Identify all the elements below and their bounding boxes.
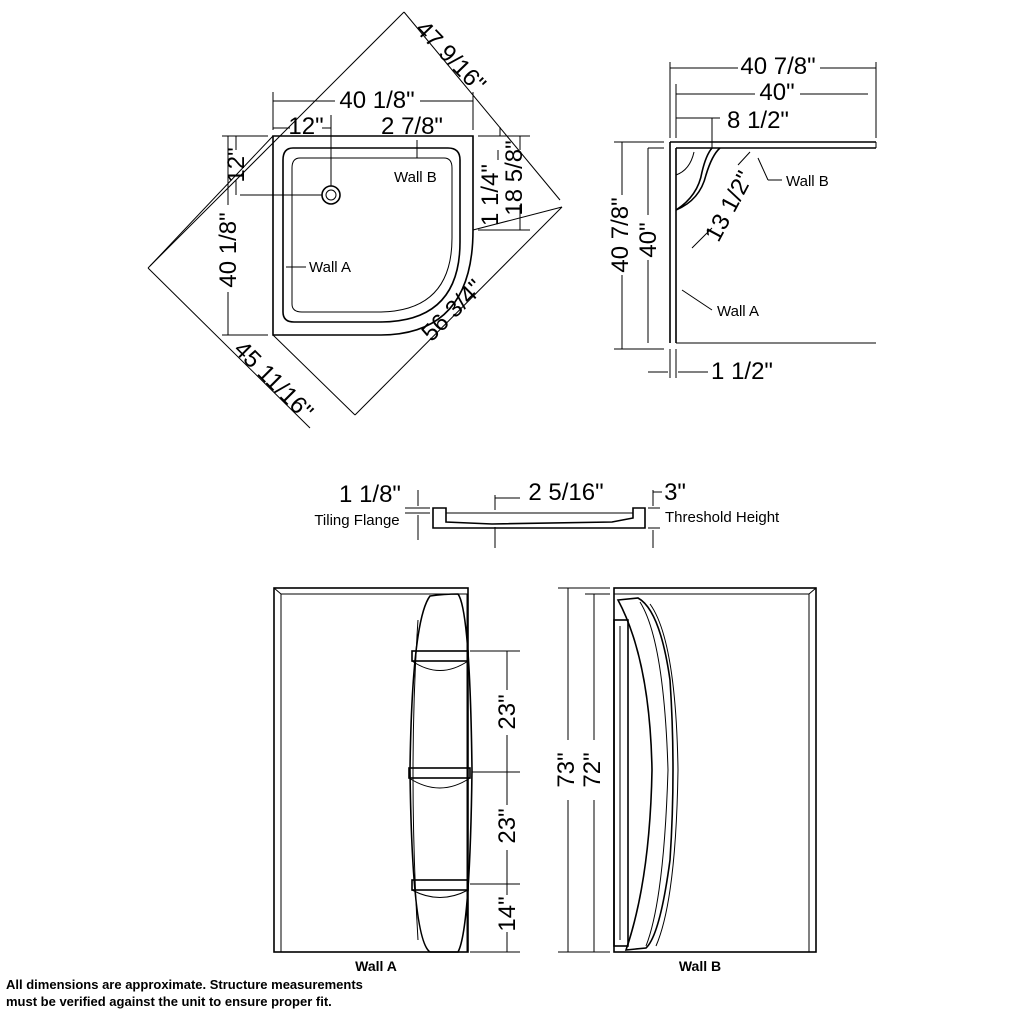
base-pan bbox=[282, 147, 461, 323]
wall-b-elevation: 73" 72" Wall B bbox=[553, 587, 817, 974]
base-top-view: 40 1/8" 12" 2 7/8" 12" 40 1/8" 1 1/4" 18… bbox=[147, 11, 563, 429]
threshold-caption: Threshold Height bbox=[665, 509, 780, 526]
flange-caption: Tiling Flange bbox=[314, 512, 399, 529]
walls-inner-depth-label: 40" bbox=[635, 222, 662, 257]
diag-top-label: 47 9/16" bbox=[410, 16, 491, 98]
corner-shelf bbox=[675, 147, 721, 211]
disclaimer-note: All dimensions are approximate. Structur… bbox=[6, 976, 406, 1010]
wall-b-outer-height-label: 73" bbox=[553, 752, 580, 787]
walls-outer-depth-label: 40 7/8" bbox=[607, 197, 634, 272]
side-offset-label: 1 1/4" bbox=[477, 164, 504, 226]
base-profile-view: 1 1/8" Tiling Flange 2 5/16" 3" Threshol… bbox=[314, 479, 780, 548]
base-profile bbox=[432, 507, 646, 529]
shelf-spacing-2-label: 23" bbox=[494, 808, 521, 843]
walls-top-view: 40 7/8" 40" 8 1/2" 13 1/2" Wall B 40 7/8… bbox=[607, 53, 877, 385]
walls-outer-width-label: 40 7/8" bbox=[740, 53, 815, 80]
wall-a-caption: Wall A bbox=[355, 958, 397, 974]
shelf-top bbox=[411, 650, 469, 671]
drain-icon bbox=[321, 185, 341, 205]
threshold-height-label: 3" bbox=[664, 479, 686, 506]
shelf-depth-label: 13 1/2" bbox=[700, 167, 759, 246]
wall-a-elevation: 23" 23" 14" Wall A bbox=[273, 587, 521, 974]
shelf-width-label: 8 1/2" bbox=[727, 107, 789, 134]
base-outline bbox=[272, 135, 474, 336]
base-width-label: 40 1/8" bbox=[339, 87, 414, 114]
disclaimer-line-1: All dimensions are approximate. Structur… bbox=[6, 977, 363, 992]
shelf-bottom-label: 14" bbox=[494, 896, 521, 931]
drain-depth-label: 2 5/16" bbox=[528, 479, 603, 506]
shelf-edge bbox=[613, 619, 629, 947]
base-wall-b-label: Wall B bbox=[394, 169, 437, 186]
wall-b-panel bbox=[613, 587, 817, 953]
disclaimer-line-2: must be verified against the unit to ens… bbox=[6, 994, 332, 1009]
shelf-bottom bbox=[411, 879, 469, 898]
diag-bottom-label: 45 11/16" bbox=[228, 336, 318, 426]
wall-b-caption: Wall B bbox=[679, 958, 721, 974]
corner-column bbox=[616, 597, 674, 951]
shelf-column bbox=[409, 593, 473, 953]
walls-wall-a-label: Wall A bbox=[717, 303, 759, 320]
base-wall-a-label: Wall A bbox=[309, 259, 351, 276]
drain-x-label: 12" bbox=[288, 113, 323, 140]
depth-label: 40 1/8" bbox=[215, 212, 242, 287]
walls-wall-b-label: Wall B bbox=[786, 173, 829, 190]
flange-width-label: 1 1/2" bbox=[711, 358, 773, 385]
side-length-label: 18 5/8" bbox=[501, 140, 528, 215]
walls-inner-width-label: 40" bbox=[759, 79, 794, 106]
flange-height-label: 1 1/8" bbox=[339, 481, 401, 508]
wall-b-inner-height-label: 72" bbox=[579, 752, 606, 787]
lip-label: 2 7/8" bbox=[381, 113, 443, 140]
shelf-spacing-1-label: 23" bbox=[494, 694, 521, 729]
shelf-middle bbox=[408, 767, 471, 789]
